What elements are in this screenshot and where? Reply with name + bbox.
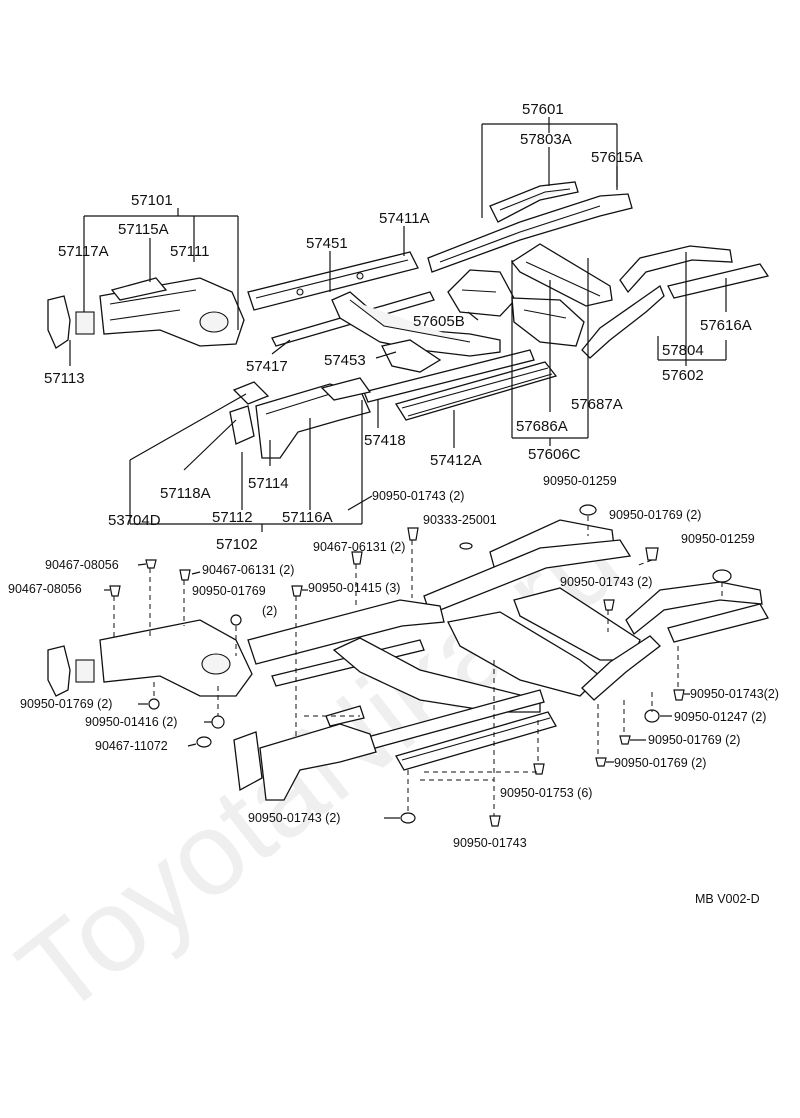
part-57411A-shape: [247, 251, 419, 311]
fastener-label-9: 90950-01743 (2): [560, 575, 652, 589]
fastener-label-3: 90333-25001: [423, 513, 497, 527]
label-57615A: 57615A: [591, 149, 643, 166]
label-57112: 57112: [212, 509, 253, 526]
part-57418-shape: [363, 349, 535, 403]
part-57453-shape: [381, 339, 442, 373]
part-57605B-shape: [447, 269, 516, 317]
part-53704D-shape: [232, 381, 270, 405]
fastener-label-13: 90950-01415 (3): [308, 581, 400, 595]
fastener-label-5: 90950-01259: [681, 532, 755, 546]
fastener-label-12: (2): [262, 604, 277, 618]
fastener-label-23: 90950-01743: [453, 836, 527, 850]
fastener-clips: [109, 504, 732, 827]
part-57602-shape: [581, 284, 665, 359]
label-57114: 57114: [248, 475, 289, 492]
label-57451: 57451: [306, 235, 348, 252]
part-57803A-shape: [489, 181, 579, 223]
part-57606C-shape: [511, 243, 613, 307]
fastener-label-4: 90950-01769 (2): [609, 508, 701, 522]
fastener-label-8: 90467-06131 (2): [202, 563, 294, 577]
part-57115A-shape: [110, 277, 168, 301]
fastener-leaders: [104, 495, 690, 819]
label-57117A: 57117A: [58, 243, 109, 260]
label-57101: 57101: [131, 192, 173, 209]
part-labels: 57601 57803A 57615A 57101 57115A 57117A …: [44, 101, 752, 553]
dashed-guides: [113, 516, 723, 816]
label-57804: 57804: [662, 342, 704, 359]
fastener-label-20: 90950-01769 (2): [614, 756, 706, 770]
part-57804-shape: [619, 245, 733, 294]
part-57113-shape: [47, 295, 95, 349]
label-57417: 57417: [246, 358, 288, 375]
diagram-code: MB V002-D: [695, 892, 760, 906]
part-57686A-shape: [511, 297, 585, 347]
fastener-label-2: 90950-01743 (2): [372, 489, 464, 503]
label-57115A: 57115A: [118, 221, 169, 238]
fastener-label-22: 90950-01743 (2): [248, 811, 340, 825]
label-57616A: 57616A: [700, 317, 752, 334]
fastener-label-1: 90950-01259: [543, 474, 617, 488]
label-57601: 57601: [522, 101, 564, 118]
label-57118A: 57118A: [160, 485, 211, 502]
label-57111: 57111: [170, 243, 210, 260]
assembly-floor: [332, 581, 769, 713]
leader-lines: [69, 117, 727, 532]
fastener-label-6: 90467-06131 (2): [313, 540, 405, 554]
label-57411A: 57411A: [379, 210, 430, 227]
fastener-label-11: 90950-01769: [192, 584, 266, 598]
label-57453: 57453: [324, 352, 366, 369]
assembly-left-front: [47, 619, 377, 801]
fastener-label-14: 90950-01769 (2): [20, 697, 112, 711]
label-57418: 57418: [364, 432, 406, 449]
label-57606C: 57606C: [528, 446, 581, 463]
part-57616A-shape: [667, 263, 770, 299]
label-57116A: 57116A: [282, 509, 333, 526]
fastener-label-10: 90467-08056: [8, 582, 82, 596]
label-53704D: 53704D: [108, 512, 161, 529]
fastener-label-21: 90950-01753 (6): [500, 786, 592, 800]
fastener-label-15: 90950-01416 (2): [85, 715, 177, 729]
label-57412A: 57412A: [430, 452, 482, 469]
label-57102: 57102: [216, 536, 258, 553]
fastener-label-16: 90467-11072: [95, 739, 168, 753]
label-57602: 57602: [662, 367, 704, 384]
label-57113: 57113: [44, 370, 85, 387]
part-57412A-shape: [394, 361, 558, 421]
fastener-label-18: 90950-01247 (2): [674, 710, 766, 724]
fastener-label-7: 90467-08056: [45, 558, 119, 572]
part-57118A-shape: [229, 405, 255, 445]
label-57803A: 57803A: [520, 131, 572, 148]
part-57615A-shape: [427, 193, 633, 273]
label-57686A: 57686A: [516, 418, 568, 435]
part-57451-shape: [331, 291, 501, 357]
fastener-label-19: 90950-01769 (2): [648, 733, 740, 747]
watermark: ToyotaNika.ru: [0, 492, 645, 1040]
label-57687A: 57687A: [571, 396, 623, 413]
part-57116A-shape: [320, 377, 372, 401]
fastener-label-17: 90950-01743(2): [690, 687, 779, 701]
fastener-labels: 90950-01259 90950-01743 (2) 90333-25001 …: [8, 474, 779, 850]
label-57605B: 57605B: [413, 313, 465, 330]
